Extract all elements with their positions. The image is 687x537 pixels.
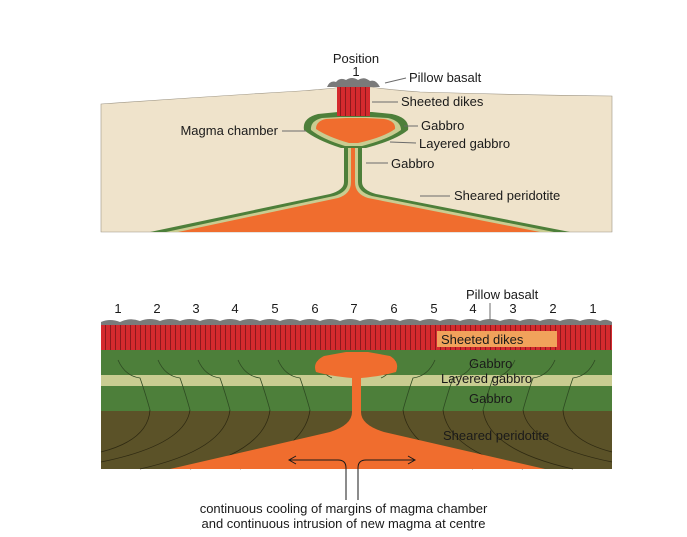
- label-bottom-layered-gabbro: Layered gabbro: [441, 371, 532, 386]
- position-number: 3: [509, 301, 516, 316]
- position-number: 1: [589, 301, 596, 316]
- bottom-pillow-basalt: [101, 319, 612, 325]
- top-gabbro-rim-lower: [150, 145, 570, 232]
- bottom-diagram: 1 2 3 4 5 6 7 6 5 4 3 2 1 Pillow basalt …: [100, 287, 613, 500]
- position-number: 5: [430, 301, 437, 316]
- position-title: Position: [333, 51, 379, 66]
- position-number: 4: [469, 301, 476, 316]
- arrow-right-head: [407, 455, 417, 465]
- top-magma-chamber: [316, 118, 396, 143]
- label-gabbro-lower: Gabbro: [391, 156, 434, 171]
- label-bottom-sheared-peridotite: Sheared peridotite: [443, 428, 549, 443]
- position-number: 1: [352, 64, 359, 79]
- label-bottom-gabbro-lower: Gabbro: [469, 391, 512, 406]
- position-number: 4: [231, 301, 238, 316]
- bottom-magma-wedge: [170, 378, 545, 469]
- caption-line-1: continuous cooling of margins of magma c…: [199, 501, 488, 516]
- label-magma-chamber: Magma chamber: [180, 123, 278, 138]
- label-bottom-pillow-basalt: Pillow basalt: [466, 287, 539, 302]
- label-sheared-peridotite: Sheared peridotite: [454, 188, 560, 203]
- leader-layered-gabbro: [389, 141, 417, 144]
- label-gabbro-upper: Gabbro: [421, 118, 464, 133]
- position-number: 5: [271, 301, 278, 316]
- position-number: 6: [390, 301, 397, 316]
- top-pillow-basalt: [327, 78, 380, 87]
- spreading-arrows: [287, 455, 417, 500]
- bottom-position-numbers: 1 2 3 4 5 6 7 6 5 4 3 2 1: [114, 301, 596, 316]
- label-bottom-gabbro-upper: Gabbro: [469, 356, 512, 371]
- top-sheeted-dikes: [337, 86, 370, 116]
- position-number: 3: [192, 301, 199, 316]
- position-number: 6: [311, 301, 318, 316]
- arrow-left-head: [287, 455, 297, 465]
- caption-line-2: and continuous intrusion of new magma at…: [201, 516, 486, 531]
- arrow-left-flow: [290, 459, 347, 500]
- bottom-cooling-arcs: [117, 359, 596, 411]
- position-number: 1: [114, 301, 121, 316]
- arrow-right-flow: [357, 459, 414, 500]
- top-magma-conduit: [178, 140, 540, 232]
- bottom-magma-chamber: [315, 352, 398, 378]
- label-layered-gabbro: Layered gabbro: [419, 136, 510, 151]
- label-bottom-sheeted-dikes: Sheeted dikes: [441, 332, 524, 347]
- label-pillow-basalt: Pillow basalt: [409, 70, 482, 85]
- leader-pillow-basalt: [384, 77, 407, 84]
- top-diagram: Position 1 Pillow basalt Sheeted dikes G…: [100, 51, 613, 233]
- position-number: 2: [153, 301, 160, 316]
- position-number: 2: [549, 301, 556, 316]
- position-number: 7: [350, 301, 357, 316]
- label-box-sheeted-dikes: [437, 331, 557, 347]
- label-sheeted-dikes: Sheeted dikes: [401, 94, 484, 109]
